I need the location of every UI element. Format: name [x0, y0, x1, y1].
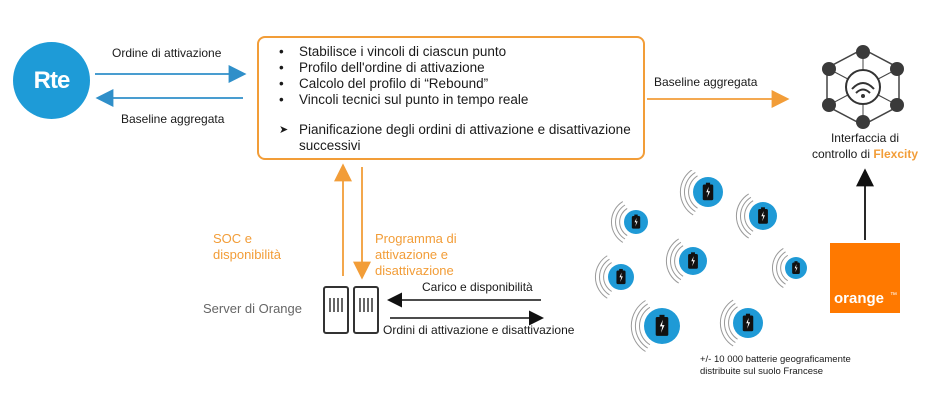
battery-icon [594, 255, 634, 299]
process-bullet: Stabilisce i vincoli di ciascun punto [279, 44, 528, 60]
orange-tm: ™ [890, 292, 897, 299]
soc-availability-label: SOC e disponibilità [213, 231, 281, 262]
activation-order-label: Ordine di attivazione [112, 46, 222, 60]
rte-logo: Rte [13, 42, 90, 119]
orders-label: Ordini di attivazione e disattivazione [383, 323, 575, 337]
planning-item: ➤ Pianificazione degli ordini di attivaz… [279, 122, 639, 154]
orange-logo-text: orange [834, 290, 885, 307]
battery-icon [630, 300, 680, 352]
load-availability-label: Carico e disponibilità [422, 280, 533, 294]
battery-cluster [594, 170, 807, 352]
battery-icon [771, 248, 807, 288]
process-bullet: Calcolo del profilo di “Rebound” [279, 76, 528, 92]
planning-text: Pianificazione degli ordini di attivazio… [299, 122, 631, 153]
process-bullet: Profilo dell'ordine di attivazione [279, 60, 528, 76]
batteries-caption: +/- 10 000 batterie geograficamente dist… [700, 354, 851, 378]
program-label: Programma di attivazione e disattivazion… [375, 231, 457, 278]
arrow-bullet-icon: ➤ [279, 124, 289, 136]
flexcity-interface-label: Interfaccia di controllo di Flexcity [802, 130, 928, 162]
flexcity-label-line2: controllo di [811, 147, 870, 161]
battery-icon [719, 299, 763, 347]
rte-logo-text: Rte [33, 66, 71, 94]
battery-icon [665, 238, 707, 284]
orange-server-label: Server di Orange [203, 301, 302, 316]
flexcity-label-line1: Interfaccia di [830, 131, 900, 145]
process-box: Stabilisce i vincoli di ciascun punto Pr… [257, 36, 645, 160]
server-icon [323, 286, 379, 334]
orange-logo: orange ™ [830, 243, 900, 313]
battery-icon [735, 193, 777, 239]
baseline-to-flexcity-label: Baseline aggregata [654, 75, 758, 89]
process-bullet-list: Stabilisce i vincoli di ciascun punto Pr… [279, 44, 528, 108]
process-bullet: Vincoli tecnici sul punto in tempo reale [279, 92, 528, 108]
batteries-caption-line1: +/- 10 000 batterie geograficamente [700, 354, 851, 365]
flexcity-brand: Flexcity [873, 147, 919, 161]
battery-icon [610, 201, 648, 243]
baseline-to-rte-label: Baseline aggregata [121, 112, 225, 126]
flexcity-network-icon [822, 45, 904, 129]
batteries-caption-line2: distribuite sul suolo Francese [700, 366, 824, 377]
battery-icon [679, 170, 723, 216]
